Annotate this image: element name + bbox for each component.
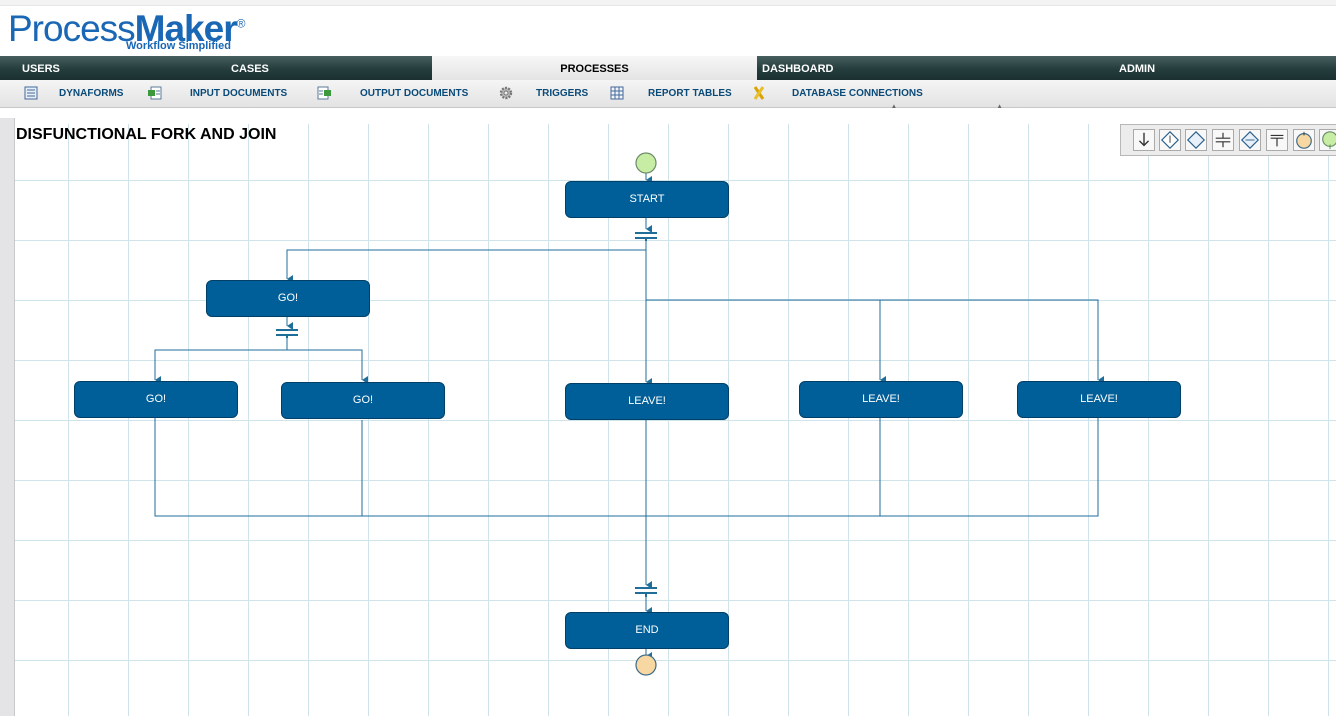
process-map-toolbar xyxy=(1120,124,1336,156)
task-leave-right[interactable]: LEAVE! xyxy=(1017,381,1181,418)
end-of-process-icon[interactable] xyxy=(1293,129,1315,151)
dynaform-icon[interactable] xyxy=(24,86,38,100)
connector-fork-leave-right xyxy=(880,299,1104,384)
resize-handle[interactable]: ▲..............................▲ xyxy=(890,102,1005,111)
task-go[interactable]: GO! xyxy=(206,280,370,317)
sub-nav-triggers[interactable]: TRIGGERS xyxy=(536,88,589,99)
parallel-fork-symbol-top[interactable] xyxy=(635,232,657,241)
task-leave-center[interactable]: LEAVE! xyxy=(565,383,729,420)
process-title: DISFUNCTIONAL FORK AND JOIN xyxy=(16,126,277,143)
sub-nav-input-documents[interactable]: INPUT DOCUMENTS xyxy=(190,88,288,99)
parallel-fork-symbol-go[interactable] xyxy=(276,329,298,338)
end-event-icon[interactable] xyxy=(635,654,657,676)
app-header: ProcessMaker® Workflow Simplified xyxy=(0,0,1336,56)
selection-gateway-icon[interactable] xyxy=(1159,129,1181,151)
parallel-join-icon[interactable] xyxy=(1266,129,1288,151)
connector-join-bus xyxy=(154,418,1099,517)
main-nav: USERS CASES PROCESSES DASHBOARD ADMIN xyxy=(0,56,1336,80)
tab-cases[interactable]: CASES xyxy=(231,63,269,75)
task-leave-mid[interactable]: LEAVE! xyxy=(799,381,963,418)
task-end[interactable]: END xyxy=(565,612,729,649)
sub-nav-database-connections[interactable]: DATABASE CONNECTIONS xyxy=(792,88,923,99)
header-top-line xyxy=(0,0,1336,6)
task-go-left[interactable]: GO! xyxy=(74,381,238,418)
connector-fork-go-right xyxy=(287,349,368,384)
sub-nav-dynaforms[interactable]: DYNAFORMS xyxy=(59,88,124,99)
start-event-icon[interactable] xyxy=(635,152,657,174)
parallel-evaluation-icon[interactable] xyxy=(1239,129,1261,151)
parallel-fork-icon[interactable] xyxy=(1212,129,1234,151)
processmaker-logo[interactable]: ProcessMaker® Workflow Simplified xyxy=(8,2,245,54)
task-go-right[interactable]: GO! xyxy=(281,382,445,419)
gear-icon[interactable] xyxy=(499,86,513,100)
sub-nav-output-documents[interactable]: OUTPUT DOCUMENTS xyxy=(360,88,469,99)
connector-fork-go xyxy=(286,240,647,283)
tab-dashboard[interactable]: DASHBOARD xyxy=(762,63,834,75)
output-document-icon[interactable] xyxy=(317,86,331,100)
connector-fork-leave-mid xyxy=(646,299,886,384)
report-table-icon[interactable] xyxy=(610,86,624,100)
logo-tagline: Workflow Simplified xyxy=(126,40,231,52)
start-event-icon[interactable] xyxy=(1319,129,1336,151)
tab-users[interactable]: USERS xyxy=(22,63,60,75)
sub-nav-report-tables[interactable]: REPORT TABLES xyxy=(648,88,732,99)
tab-admin[interactable]: ADMIN xyxy=(1119,63,1156,75)
database-connection-icon[interactable] xyxy=(752,86,766,100)
left-panel-strip[interactable] xyxy=(0,118,15,716)
canvas-top-gap xyxy=(15,108,1336,124)
logo-text: ProcessMaker® xyxy=(8,8,245,50)
input-document-icon[interactable] xyxy=(148,86,162,100)
process-sub-nav: DYNAFORMS INPUT DOCUMENTS OUTPUT DOCUMEN… xyxy=(0,80,1336,108)
task-start[interactable]: START xyxy=(565,181,729,218)
sequential-arrow-icon[interactable] xyxy=(1133,129,1155,151)
connector-fork-go-left xyxy=(154,337,288,384)
evaluation-gateway-icon[interactable] xyxy=(1185,129,1207,151)
parallel-join-symbol[interactable] xyxy=(635,587,657,597)
tab-processes[interactable]: PROCESSES xyxy=(432,56,757,80)
